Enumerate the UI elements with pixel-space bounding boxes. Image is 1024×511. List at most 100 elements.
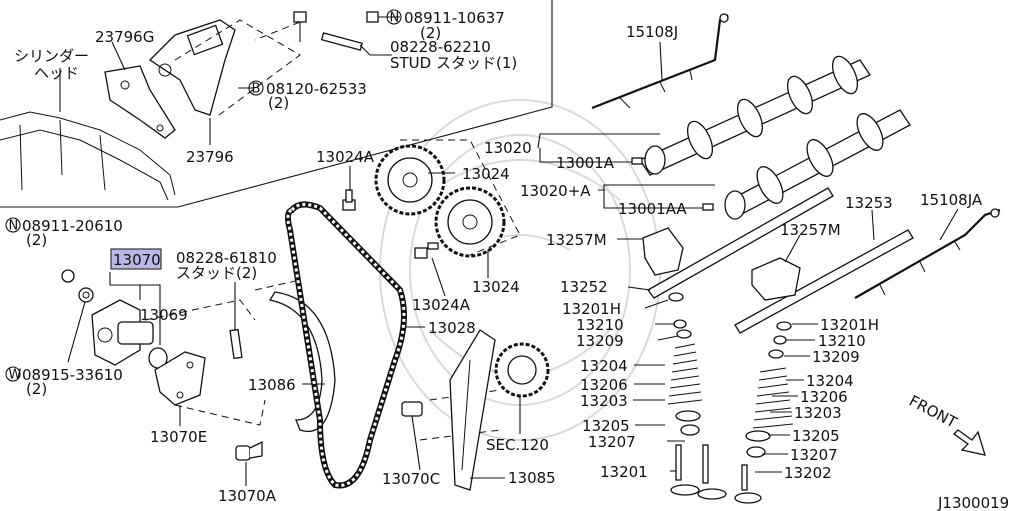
qty-08915-33610: (2): [26, 380, 47, 398]
label-13257M-right: 13257M: [780, 221, 841, 239]
sprocket-13024-lower: [434, 186, 506, 258]
bolt-13024A-lower: [414, 242, 439, 259]
bolt-13024A-upper: [342, 189, 356, 211]
label-08915-33610: 08915-33610: [22, 366, 123, 384]
prefix-n-1: N: [390, 11, 400, 26]
label-front: FRONT: [906, 392, 960, 432]
label-15108J: 15108J: [626, 23, 678, 41]
tensioner-13070: [91, 299, 154, 366]
labels: シリンダー ヘッド 23796G 23796 N 08911-10637 (2)…: [9, 9, 1010, 511]
stud-08228-61810: [229, 328, 243, 360]
label-08911-10637: 08911-10637: [404, 9, 505, 27]
label-08911-20610: 08911-20610: [22, 217, 123, 235]
label-13201H-right: 13201H: [820, 316, 879, 334]
prefix-w: W: [9, 368, 22, 383]
label-13201H-left: 13201H: [562, 300, 621, 318]
inset-border: [0, 0, 553, 208]
label-13253: 13253: [845, 194, 893, 212]
label-13210-left: 13210: [576, 316, 624, 334]
label-13209-left: 13209: [576, 332, 624, 350]
stud-08228-62210: [320, 32, 363, 51]
camshaft-13020A: [724, 109, 911, 220]
qty-08911-20610: (2): [26, 231, 47, 249]
chain-guide-13086: [268, 291, 336, 432]
camshaft-13020: [639, 55, 871, 176]
sprocket-13024-upper: [374, 144, 446, 216]
label-13202: 13202: [784, 464, 832, 482]
front-arrow: [952, 429, 986, 456]
label-08120-62533: 08120-62533: [266, 80, 367, 98]
prefix-n-2: N: [9, 219, 19, 234]
label-cylinder-head-2: ヘッド: [34, 64, 79, 82]
label-23796: 23796: [186, 148, 234, 166]
label-13257M-left: 13257M: [546, 231, 607, 249]
rocker-arm-13257M-right: [751, 257, 801, 301]
label-13085: 13085: [508, 469, 556, 487]
n-circle-1: [386, 9, 402, 25]
crank-sprocket: [494, 342, 550, 398]
prefix-b: B: [252, 82, 261, 97]
pin-13001A: [631, 157, 643, 165]
rocker-shaft-13253: [734, 229, 914, 334]
rocker-shaft-13252: [647, 187, 834, 299]
label-13001A: 13001A: [556, 154, 615, 172]
qty-08120-62533: (2): [268, 94, 289, 112]
oil-pipe-15108JA: [854, 208, 1001, 299]
label-13205-left: 13205: [582, 417, 630, 435]
n-circle-2: [5, 217, 21, 233]
gasket-13070E: [154, 351, 206, 406]
rocker-arm-13257M-left: [642, 227, 684, 276]
bracket-23796G: [104, 65, 176, 139]
plug-13070C: [401, 401, 423, 417]
label-08228-62210: 08228-62210: [390, 38, 491, 56]
label-13209-right: 13209: [812, 348, 860, 366]
label-13203-right: 13203: [794, 404, 842, 422]
label-13206-right: 13206: [800, 388, 848, 406]
label-13207-left: 13207: [588, 433, 636, 451]
label-13205-right: 13205: [792, 427, 840, 445]
w-circle: [5, 366, 21, 382]
valve-stack-right: [734, 321, 794, 504]
label-13203-left: 13203: [580, 392, 628, 410]
label-stud-2: スタッド(2): [176, 264, 257, 282]
qty-08911-10637: (2): [420, 24, 441, 42]
label-13028: 13028: [428, 319, 476, 337]
b-circle: [248, 80, 264, 96]
oil-pipe-15108J: [591, 13, 729, 110]
label-sec120: SEC.120: [486, 436, 549, 454]
label-08228-61810: 08228-61810: [176, 249, 277, 267]
diagram-id: J1300019: [937, 494, 1009, 511]
plug-13070A: [235, 440, 263, 461]
cylinder-head-sketch: [0, 111, 176, 201]
label-15108JA: 15108JA: [920, 191, 983, 209]
label-23796G: 23796G: [95, 28, 154, 46]
highlight-13070: [110, 248, 162, 270]
label-13024A-bottom: 13024A: [412, 296, 471, 314]
washer-13069-ring: [78, 287, 94, 303]
label-13252: 13252: [560, 278, 608, 296]
label-13024-top: 13024: [462, 165, 510, 183]
label-13086: 13086: [248, 376, 296, 394]
label-13069: 13069: [140, 306, 188, 324]
label-13070A: 13070A: [218, 487, 277, 505]
label-13001AA: 13001AA: [618, 200, 687, 218]
label-stud-1: STUD スタッド(1): [390, 54, 517, 72]
label-cylinder-head-1: シリンダー: [14, 47, 89, 65]
chain-guide-13085: [449, 329, 496, 491]
label-13070C: 13070C: [382, 470, 440, 488]
timing-chain-13028: [284, 201, 407, 489]
label-13204-right: 13204: [806, 372, 854, 390]
pin-13001AA: [702, 203, 714, 211]
nut-08911-20610: [61, 269, 75, 283]
label-13201: 13201: [600, 463, 648, 481]
label-13070E: 13070E: [150, 428, 207, 446]
label-13204-left: 13204: [580, 357, 628, 375]
label-13210-right: 13210: [818, 332, 866, 350]
label-13024-bottom: 13024: [472, 278, 520, 296]
sensor-23796: [148, 19, 236, 116]
label-13024A-top: 13024A: [316, 148, 375, 166]
label-13206-left: 13206: [580, 376, 628, 394]
label-13070: 13070: [113, 251, 161, 269]
valve-stack-left: [667, 292, 727, 500]
